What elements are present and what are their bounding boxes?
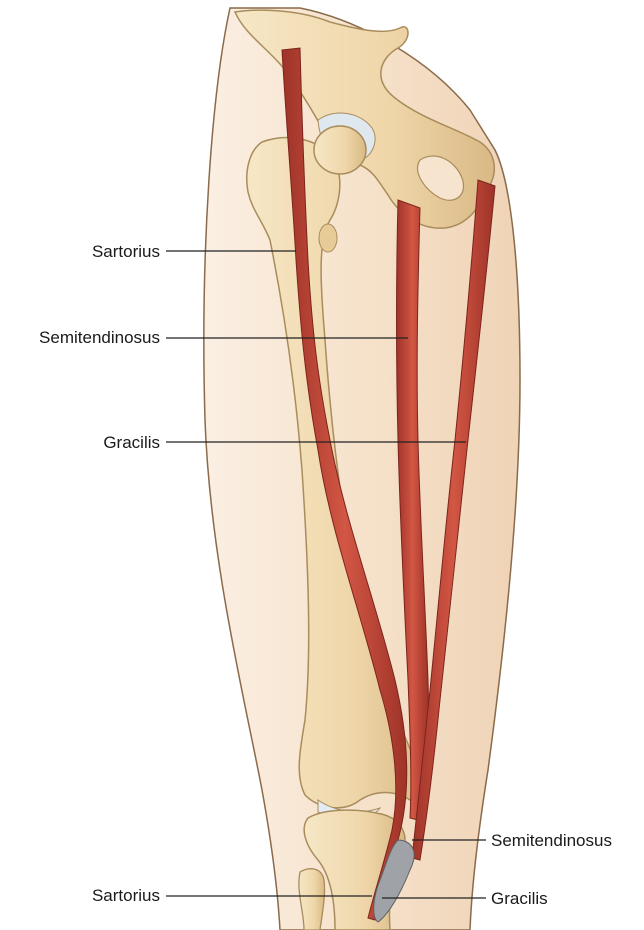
label-gracilis-bottom: Gracilis [491,889,548,909]
fibula-bone [299,869,325,930]
lesser-trochanter [319,224,337,252]
label-sartorius-top: Sartorius [92,242,160,262]
femoral-head [314,126,366,174]
label-semitendinosus-top: Semitendinosus [39,328,160,348]
label-sartorius-bottom: Sartorius [92,886,160,906]
label-semitendinosus-bottom: Semitendinosus [491,831,612,851]
label-gracilis-top: Gracilis [103,433,160,453]
